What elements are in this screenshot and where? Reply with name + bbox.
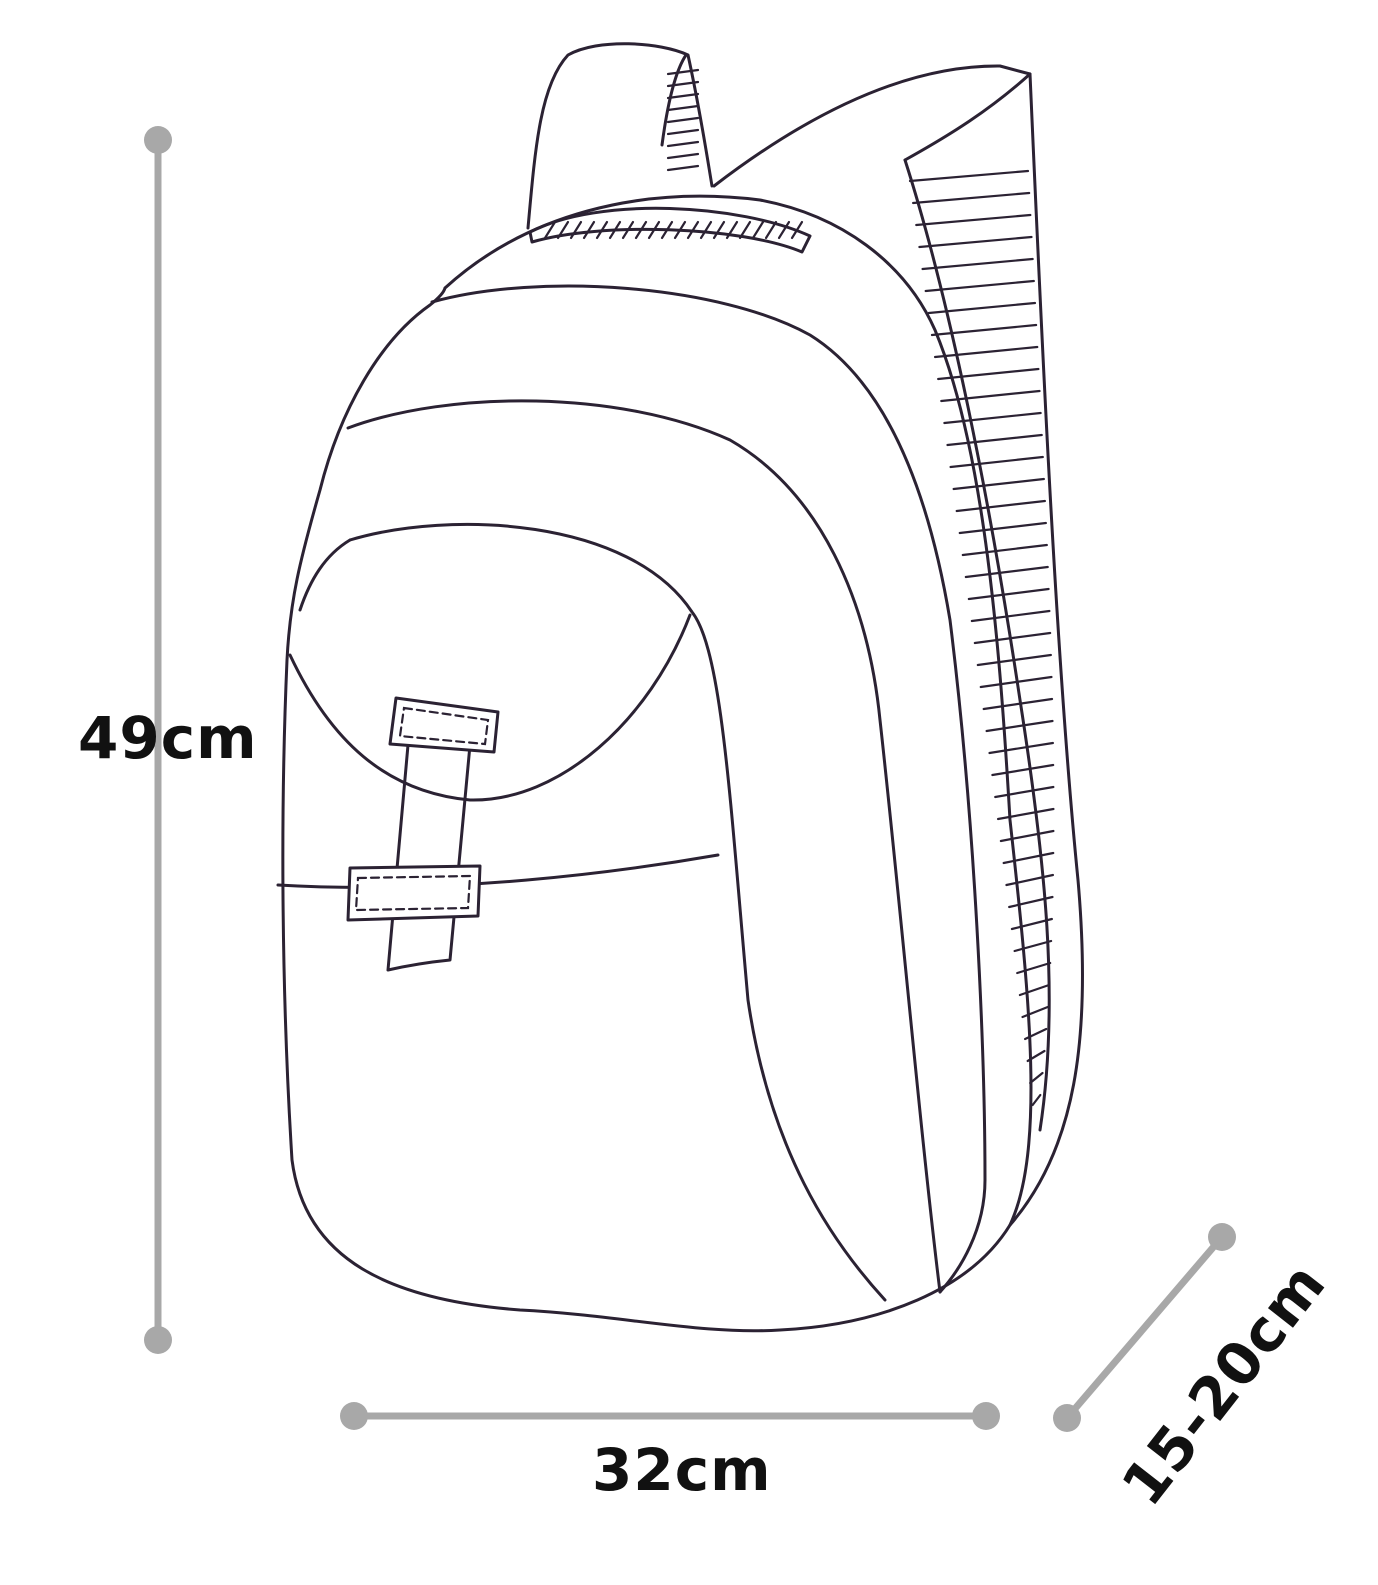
hatch-line [930, 323, 1038, 337]
hatch-line [921, 257, 1034, 271]
hatch-line [543, 220, 557, 240]
upper-buckle [388, 696, 500, 754]
strap-hatching [543, 68, 1055, 1107]
pocket-flap [288, 613, 692, 802]
hatch-line [967, 587, 1050, 601]
hatch-line [988, 741, 1054, 755]
hatch-line [908, 169, 1030, 183]
hatch-line [712, 220, 726, 240]
hatch-line [666, 92, 700, 100]
hatch-line [946, 433, 1043, 447]
hatch-line [985, 719, 1054, 733]
hatch-line [982, 697, 1054, 711]
hatch-line [666, 152, 700, 160]
top-band-seam [430, 284, 987, 1294]
middle-band-seam [346, 399, 942, 1294]
hatch-line [937, 367, 1040, 381]
height-label: 49cm [78, 704, 258, 772]
hatch-line [955, 499, 1046, 513]
height-dimension-line [144, 126, 172, 1354]
hatch-line [751, 220, 765, 240]
width-dimension-line [340, 1402, 1000, 1430]
hatch-line [666, 104, 700, 112]
hatch-line [933, 345, 1039, 359]
hatch-line [1031, 1093, 1042, 1107]
left-strap-inner [660, 53, 688, 147]
hatch-line [994, 785, 1055, 799]
hatch-line [973, 631, 1052, 645]
left-shoulder-strap [526, 42, 714, 230]
hatch-line [699, 220, 713, 240]
hatch-line [970, 609, 1051, 623]
hatch-line [912, 191, 1031, 205]
backpack-body-outline [281, 194, 1033, 1333]
hatch-line [1002, 851, 1055, 865]
hatch-line [958, 521, 1047, 535]
hatch-line [991, 763, 1055, 777]
hatch-line [996, 807, 1055, 821]
hatch-line [952, 477, 1045, 491]
right-strap-inner [903, 158, 1051, 1132]
hatch-line [1018, 983, 1051, 997]
hatch-line [949, 455, 1044, 469]
hatch-line [924, 279, 1035, 293]
hatch-line [666, 164, 700, 172]
hatch-line [1016, 961, 1052, 975]
hatch-line [1021, 1005, 1049, 1019]
lower-buckle [346, 864, 482, 922]
hatch-line [582, 220, 596, 240]
hatch-line [666, 140, 700, 148]
hatch-line [961, 543, 1048, 557]
hatch-line [915, 213, 1032, 227]
hatch-line [666, 68, 700, 76]
width-label: 32cm [592, 1436, 772, 1504]
hatch-line [666, 128, 700, 136]
hatch-line [569, 220, 583, 240]
hatch-line [1013, 939, 1053, 953]
hatch-line [1005, 873, 1055, 887]
top-handle [528, 206, 812, 254]
hatch-line [777, 220, 791, 240]
hatch-line [666, 116, 700, 124]
horizontal-seam [276, 853, 720, 889]
depth-dimension-line [1053, 1223, 1236, 1432]
hatch-line [918, 235, 1033, 249]
hatch-line [943, 411, 1042, 425]
buckle-strap [386, 743, 472, 972]
hatch-line [964, 565, 1049, 579]
hatch-line [999, 829, 1055, 843]
right-shoulder-strap [712, 64, 1085, 1227]
front-pocket-top [348, 523, 887, 1302]
